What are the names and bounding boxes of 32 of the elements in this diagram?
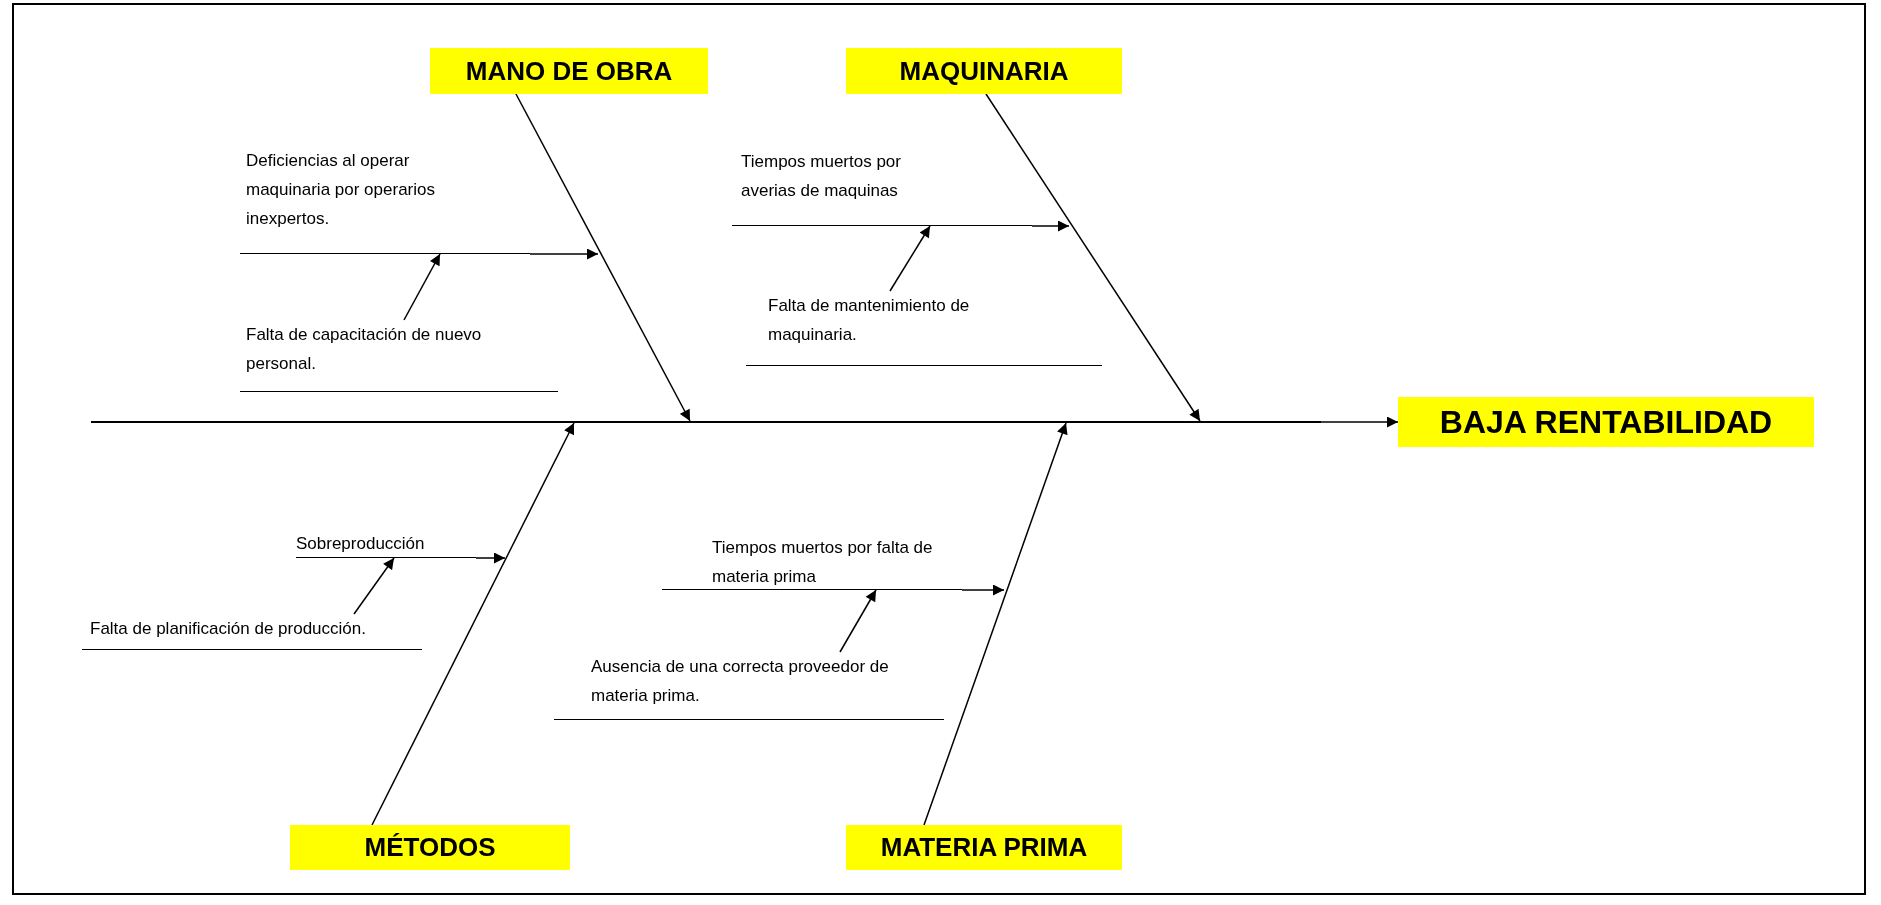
- category-label: MANO DE OBRA: [465, 55, 673, 87]
- arrow: [353, 557, 395, 615]
- cause-text: Sobreproducción: [296, 533, 426, 555]
- effect-label: BAJA RENTABILIDAD: [1439, 403, 1773, 441]
- arrow: [475, 552, 506, 564]
- category-label: MATERIA PRIMA: [880, 832, 1088, 863]
- category-box: [290, 825, 570, 870]
- arrow: [961, 584, 1005, 596]
- category-box: [430, 48, 708, 94]
- arrow: [403, 253, 441, 321]
- category-label: MAQUINARIA: [899, 55, 1069, 87]
- cause-text: Falta de mantenimiento de maquinaria.: [768, 295, 971, 346]
- category-label: MÉTODOS: [364, 832, 496, 863]
- cause-text: Deficiencias al operar maquinaria por operarios inexpertos.: [246, 150, 436, 230]
- arrow: [889, 225, 931, 292]
- cause-text: Falta de capacitación de nuevo personal.: [246, 324, 483, 375]
- arrow: [529, 248, 599, 260]
- arrow: [515, 93, 691, 422]
- arrow: [1320, 416, 1399, 428]
- spine-line: [91, 421, 1321, 423]
- category-box: [846, 48, 1122, 94]
- arrow: [985, 93, 1201, 422]
- category-box: [846, 825, 1122, 870]
- arrow: [371, 422, 575, 826]
- cause-text: Ausencia de una correcta proveedor de materia prima.: [591, 656, 890, 707]
- arrow: [839, 589, 877, 653]
- arrow: [1031, 220, 1070, 232]
- cause-text: Tiempos muertos por averias de maquinas: [741, 151, 902, 202]
- arrow: [923, 422, 1068, 826]
- cause-text: Tiempos muertos por falta de materia prima: [712, 537, 934, 588]
- cause-text: Falta de planificación de producción.: [90, 618, 367, 640]
- effect-box: [1398, 397, 1814, 447]
